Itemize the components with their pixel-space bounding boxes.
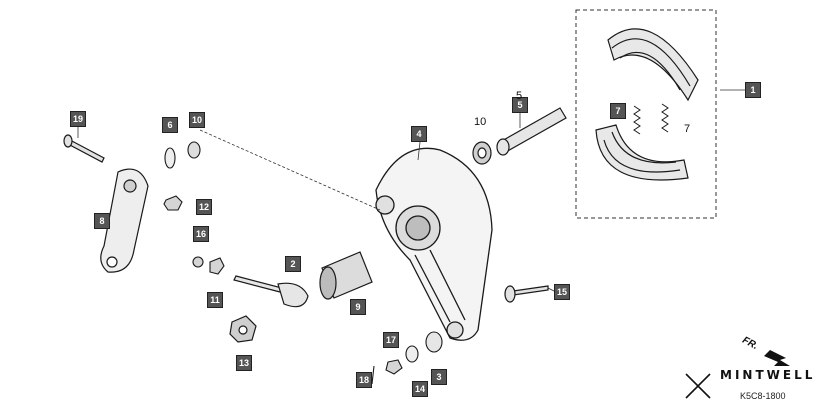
- washer-3: [425, 331, 443, 353]
- bearing: [472, 141, 492, 165]
- callout-7: 7: [610, 103, 626, 119]
- upper-brake-shoe: [607, 28, 699, 102]
- spring-right: [661, 103, 669, 133]
- callout-13: 13: [236, 355, 252, 371]
- washer-14: [405, 345, 419, 363]
- callout-2: 2: [285, 256, 301, 272]
- brand: MINTWELL: [684, 368, 815, 382]
- callout-14: 14: [412, 381, 428, 397]
- lower-brake-shoe: [595, 124, 689, 181]
- nut-17: [385, 359, 403, 375]
- brake-shoe-inset-frame: [575, 9, 717, 219]
- label-5: 5: [516, 90, 523, 102]
- diagram-code: K5C8-1800: [740, 391, 786, 401]
- nut-11: [209, 257, 225, 275]
- brake-rod: [233, 275, 309, 308]
- washer-10-left: [187, 141, 201, 159]
- callout-12: 12: [196, 199, 212, 215]
- callout-5: 5: [512, 97, 528, 113]
- callout-16: 16: [193, 226, 209, 242]
- brake-panel: [375, 147, 493, 341]
- brake-arm: [100, 168, 149, 273]
- callout-18: 18: [356, 372, 372, 388]
- callout-9: 9: [350, 299, 366, 315]
- callout-15: 15: [554, 284, 570, 300]
- callout-4: 4: [411, 126, 427, 142]
- nut-13: [229, 315, 257, 343]
- bolt-15: [504, 285, 549, 303]
- front-direction-arrow: [764, 350, 790, 366]
- callout-8: 8: [94, 213, 110, 229]
- washer-6: [164, 147, 176, 169]
- collar: [319, 251, 373, 300]
- nut-16: [192, 256, 204, 268]
- cam-shaft: [496, 107, 567, 156]
- callout-3: 3: [431, 369, 447, 385]
- callout-19: 19: [70, 111, 86, 127]
- spring-left: [633, 105, 641, 135]
- callout-1: 1: [745, 82, 761, 98]
- callout-11: 11: [207, 292, 223, 308]
- brand-logo-icon: [685, 373, 711, 399]
- callout-10: 10: [189, 112, 205, 128]
- cotter-pin-18: [371, 365, 375, 385]
- brand-name: MINTWELL: [720, 368, 816, 382]
- callout-6: 6: [162, 117, 178, 133]
- callout-17: 17: [383, 332, 399, 348]
- label-7: 7: [684, 123, 691, 135]
- bolt-19: [63, 134, 105, 163]
- nut-12: [163, 195, 183, 211]
- label-10: 10: [474, 116, 487, 128]
